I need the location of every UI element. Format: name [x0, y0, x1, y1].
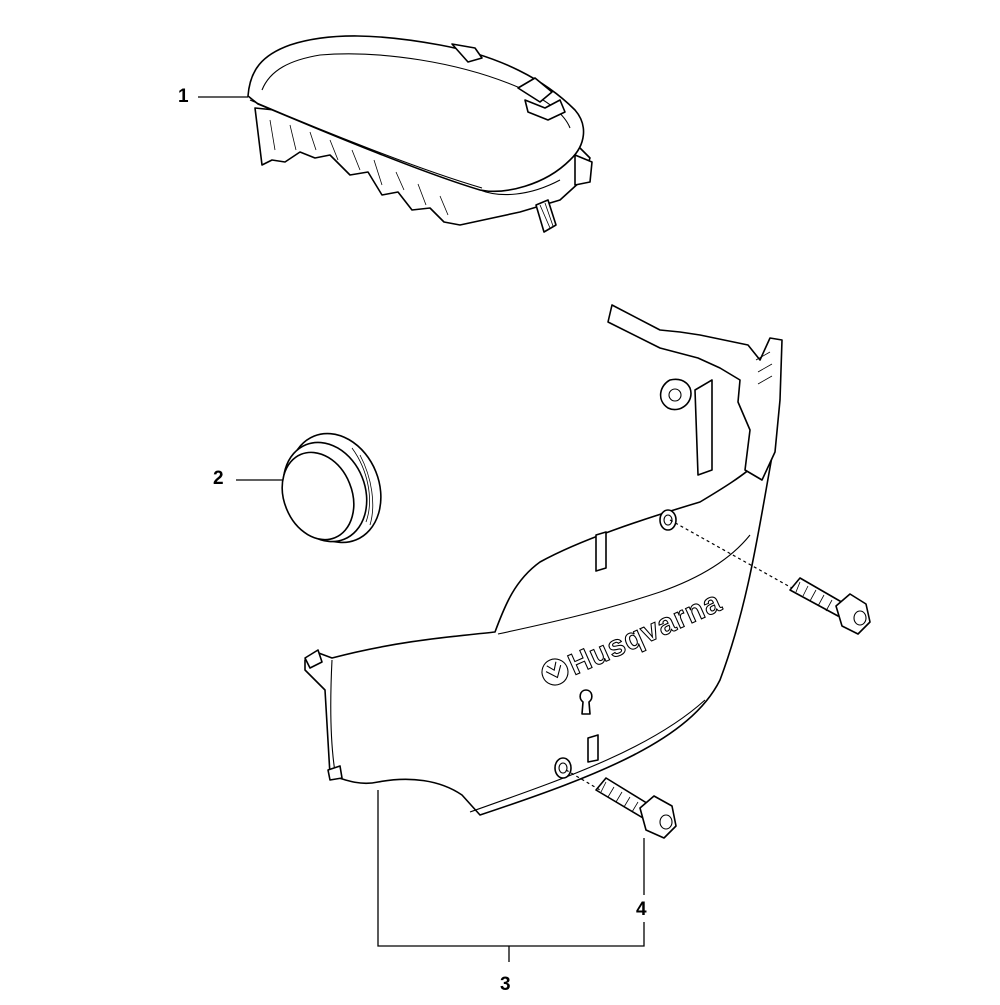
callout-3: 3 — [500, 974, 511, 995]
callout-1: 1 — [178, 86, 189, 107]
part-4-bolt-lower — [595, 777, 677, 839]
leader-bracket-3 — [377, 790, 645, 947]
part-1-top-cover — [247, 35, 593, 233]
callout-4: 4 — [636, 899, 647, 920]
leader-lines — [198, 96, 793, 962]
part-2-plug — [281, 432, 382, 544]
bolt-axis-lower — [565, 769, 601, 791]
callout-2: 2 — [213, 468, 224, 489]
bolt-axis-upper — [669, 519, 793, 589]
part-3-guard-cover: Husqvarna — [304, 304, 783, 816]
part-4-bolt-upper — [789, 577, 871, 635]
